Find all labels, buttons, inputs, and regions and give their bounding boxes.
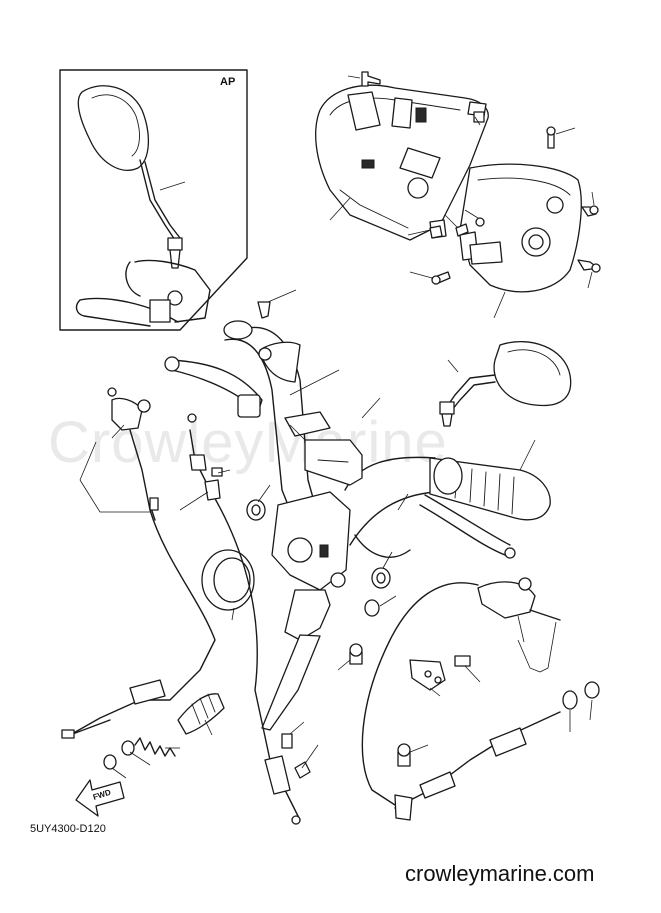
leader-lines [79, 75, 595, 779]
fwd-arrow-icon: FWD [75, 779, 125, 817]
upper-cover-assembly [315, 71, 601, 293]
watermark-text: CrowleyMarine [48, 410, 448, 475]
handlebar-assembly [164, 301, 572, 731]
inset-label: AP [220, 76, 235, 88]
throttle-cable-assembly [69, 387, 301, 825]
diagram-code: 5UY4300-D120 [30, 823, 106, 835]
inset-ap-box: AP [59, 69, 248, 331]
right-mirror [439, 341, 572, 427]
inset-mirror [77, 85, 183, 269]
brake-cable-assembly [361, 577, 600, 821]
loose-parts: FWD [61, 693, 311, 817]
right-grip [429, 457, 551, 521]
brand-url: crowleymarine.com [405, 861, 595, 886]
